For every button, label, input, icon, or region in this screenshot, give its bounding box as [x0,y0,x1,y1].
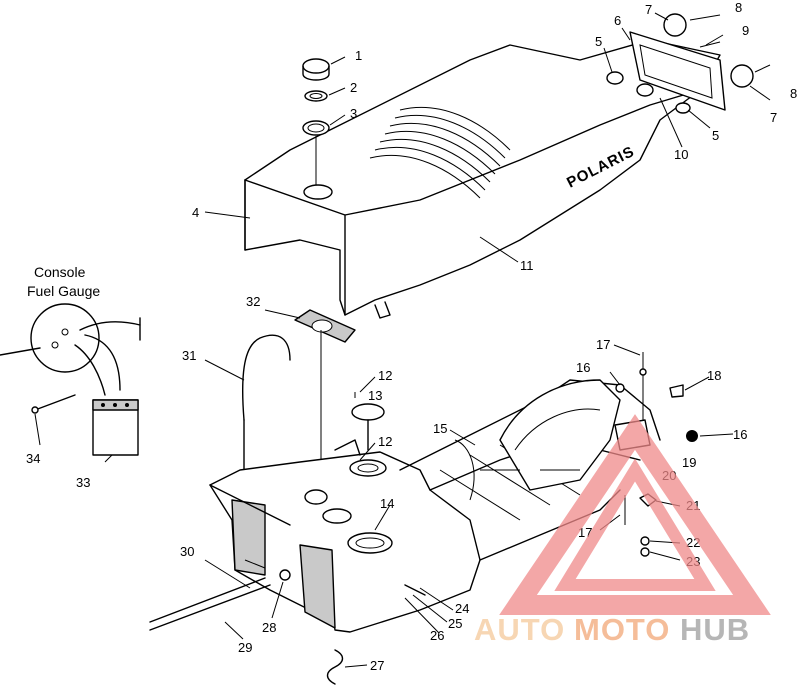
callout-6: 6 [614,13,621,28]
callout-18: 18 [707,368,721,383]
callout-5b: 5 [712,128,719,143]
callout-31: 31 [182,348,196,363]
callout-25: 25 [448,616,462,631]
callout-5a: 5 [595,34,602,49]
callout-34: 34 [26,451,40,466]
watermark: AUTO MOTO HUB [474,414,771,647]
callout-12b: 12 [378,434,392,449]
fuel-tank [209,451,481,633]
callout-17a: 17 [596,337,610,352]
fuel-sender [334,392,387,477]
watermark-hub: HUB [680,612,750,647]
callout-4: 4 [192,205,199,220]
callout-12a: 12 [378,368,392,383]
fuel-cap-parts [302,58,330,185]
callout-9: 9 [742,23,749,38]
watermark-moto: MOTO [574,612,670,647]
callout-7a: 7 [645,2,652,17]
callout-numbers: 1 2 3 4 5 5 6 7 7 8 8 9 10 11 12 12 13 1… [26,0,797,673]
callout-30: 30 [180,544,194,559]
gauge-label-line2: Fuel Gauge [27,283,100,299]
watermark-auto: AUTO [474,612,565,647]
console-fuel-gauge: Console Fuel Gauge [0,264,141,456]
callout-10: 10 [674,147,688,162]
callout-19: 19 [682,455,696,470]
fuel-lines [149,559,426,685]
seat-assembly: POLARIS [244,13,771,319]
callout-16b: 16 [733,427,747,442]
callout-8a: 8 [735,0,742,15]
callout-1: 1 [355,48,362,63]
callout-3: 3 [350,106,357,121]
callout-11: 11 [520,258,534,273]
callout-2: 2 [350,80,357,95]
callout-26: 26 [430,628,444,643]
callout-14: 14 [380,496,394,511]
callout-7b: 7 [770,110,777,125]
callout-24: 24 [455,601,469,616]
gauge-label-line1: Console [34,264,86,280]
callout-15: 15 [433,421,447,436]
callout-8b: 8 [790,86,797,101]
callout-13: 13 [368,388,382,403]
callout-28: 28 [262,620,276,635]
callout-29: 29 [238,640,252,655]
callout-33: 33 [76,475,90,490]
callout-16a: 16 [576,360,590,375]
callout-32: 32 [246,294,260,309]
callout-27: 27 [370,658,384,673]
